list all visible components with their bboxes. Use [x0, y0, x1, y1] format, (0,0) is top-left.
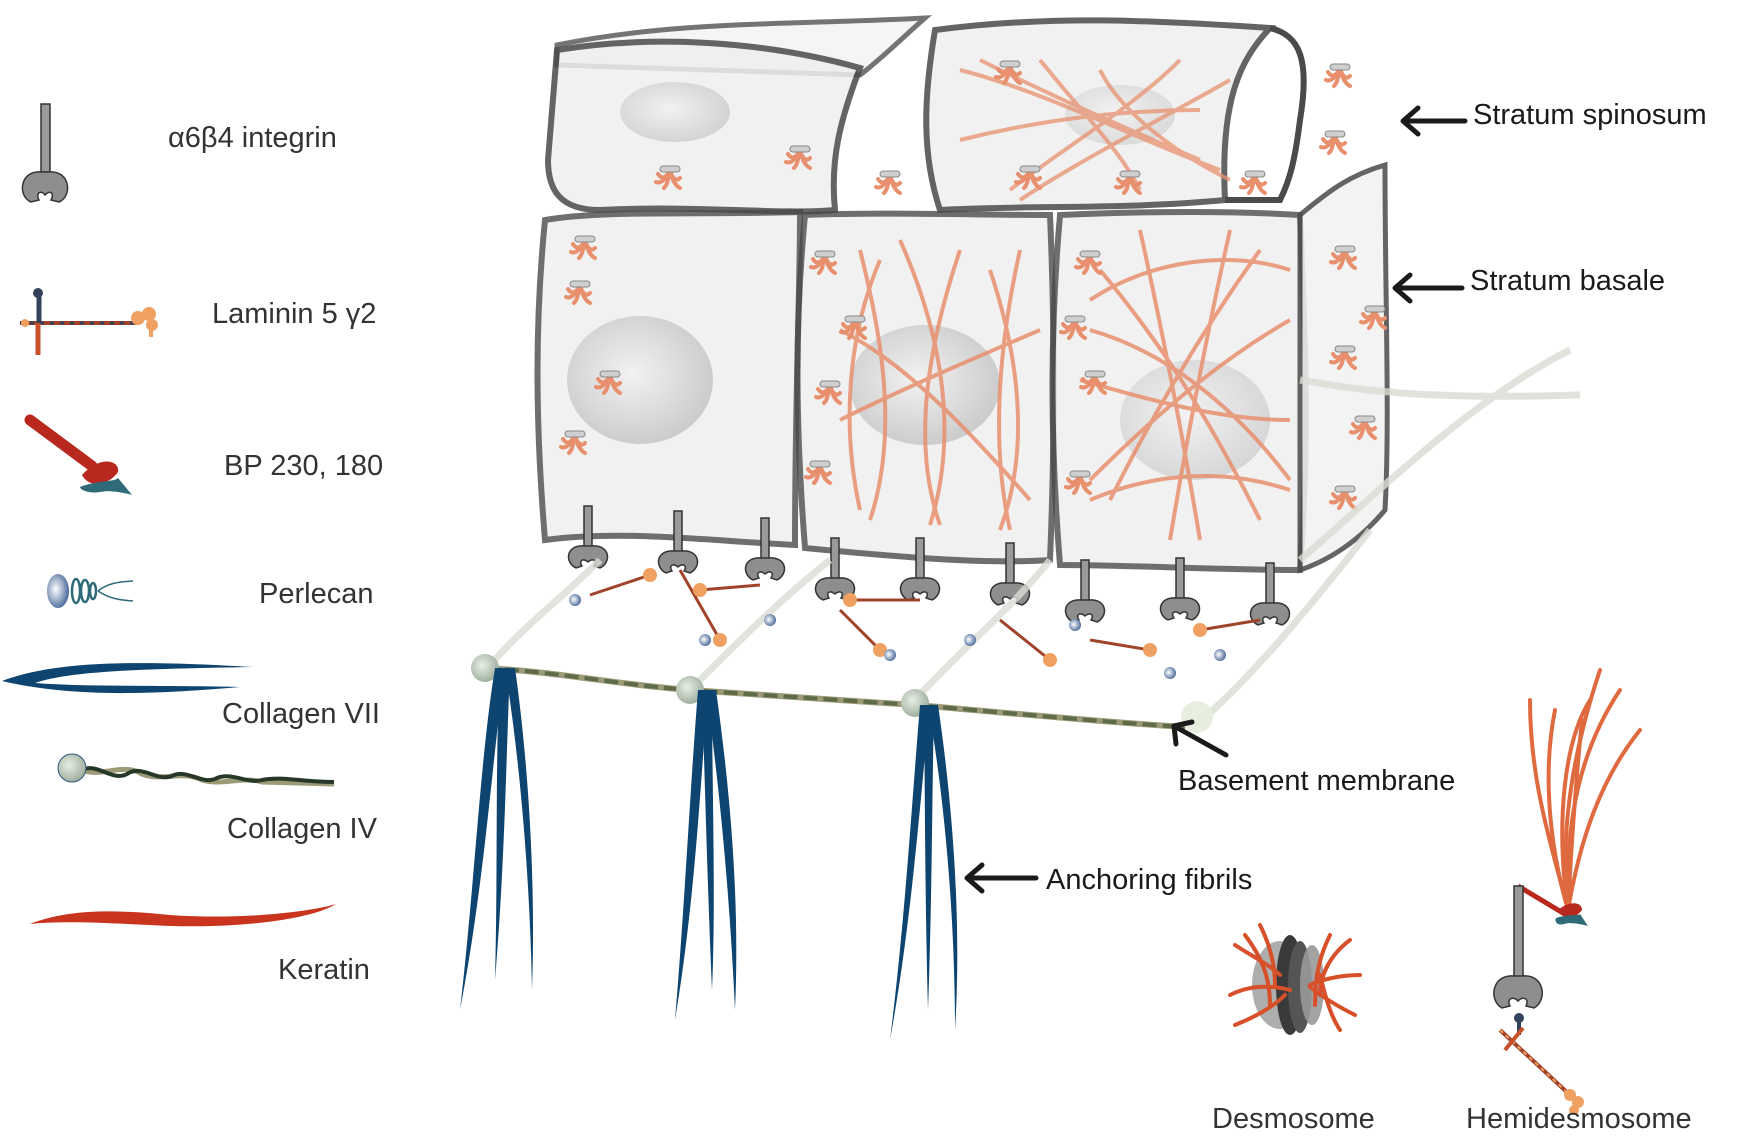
keratin-icon [30, 904, 336, 927]
legend-label-bp: BP 230, 180 [224, 450, 384, 482]
basale-cell-2 [794, 210, 1057, 565]
cell-block [534, 15, 1390, 574]
collagen-iv-icon [57, 753, 335, 787]
legend-label-collagen-iv: Collagen IV [227, 813, 377, 845]
label-basement-membrane: Basement membrane [1178, 765, 1456, 797]
nucleus [620, 82, 730, 142]
legend-icons [2, 103, 336, 927]
collagen-iv-main [471, 654, 1213, 733]
arrow-stratum-spinosum [1400, 105, 1468, 137]
anchoring-fibrils [460, 668, 958, 1040]
arrow-stratum-basale [1392, 272, 1465, 304]
nucleus [567, 316, 713, 444]
legend-label-perlecan: Perlecan [259, 578, 374, 610]
label-desmosome: Desmosome [1212, 1103, 1375, 1135]
label-stratum-spinosum: Stratum spinosum [1473, 99, 1707, 131]
desmosome-inset [1228, 923, 1362, 1035]
integrin-icon [21, 103, 69, 203]
legend-label-keratin: Keratin [278, 954, 370, 986]
label-anchoring-fibrils: Anchoring fibrils [1046, 864, 1253, 896]
laminin-strands [589, 568, 1261, 667]
spinosum-cell-left [544, 15, 933, 215]
arrow-basement-membrane [1171, 719, 1229, 758]
perlecans [569, 594, 1226, 679]
bullous-pemphigoid-antigen-icon [24, 414, 132, 495]
perlecan-icon [47, 574, 134, 608]
arrow-anchoring-fibrils [964, 862, 1039, 894]
legend-label-integrin: α6β4 integrin [168, 122, 337, 154]
collagen-vii-icon [2, 663, 253, 694]
annotation-arrows [964, 105, 1468, 894]
hemidesmosome-inset [1493, 668, 1642, 1115]
basale-cell-3 [1049, 208, 1309, 574]
basale-cell-1 [534, 208, 804, 549]
laminin-icon [20, 288, 158, 355]
label-hemidesmosome: Hemidesmosome [1466, 1103, 1692, 1135]
legend-label-collagen-vii: Collagen VII [222, 698, 380, 730]
side-face [1297, 161, 1390, 574]
label-stratum-basale: Stratum basale [1470, 265, 1666, 297]
legend-label-laminin: Laminin 5 γ2 [212, 298, 377, 330]
